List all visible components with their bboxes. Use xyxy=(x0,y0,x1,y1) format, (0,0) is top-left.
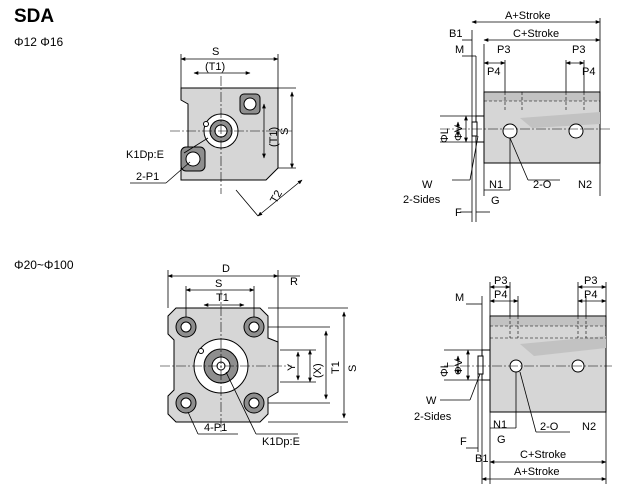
dim-c-stroke: C+Stroke xyxy=(520,449,566,461)
dim-t1-side: T1 xyxy=(330,361,342,374)
dim-p3-left: P3 xyxy=(497,44,510,56)
label-w: W xyxy=(426,395,437,407)
dim-b1: B1 xyxy=(449,28,462,40)
dim-n1: N1 xyxy=(489,179,503,191)
dim-phi-l: ΦL xyxy=(439,128,451,143)
label-k1: K1Dp:E xyxy=(126,149,164,161)
bottom-side-view: P3 P3 P4 P4 M ΦL ΦV W 2-Sides N1 G 2-O N… xyxy=(414,275,612,484)
dim-g: G xyxy=(497,434,506,446)
dim-s: S xyxy=(212,46,219,58)
dim-m: M xyxy=(455,44,464,56)
dim-n1: N1 xyxy=(493,419,507,431)
dim-t1: T1 xyxy=(216,292,229,304)
label-2-o: 2-O xyxy=(533,179,552,191)
label-p1: 2-P1 xyxy=(136,171,159,183)
dim-f: F xyxy=(455,207,462,219)
dim-phi-l: ΦL xyxy=(439,362,451,377)
label-2-o: 2-O xyxy=(540,421,559,433)
dim-p4-left: P4 xyxy=(494,289,507,301)
dim-t1: (T1) xyxy=(205,61,225,73)
label-k1: K1Dp:E xyxy=(262,436,300,448)
dim-phi-v: ΦV xyxy=(453,358,465,375)
top-front-view: S (T1) (T1) S T2 K1Dp:E 2-P1 xyxy=(126,46,303,217)
bore-range-small: Φ12 Φ16 xyxy=(14,35,64,49)
label-2-sides: 2-Sides xyxy=(403,194,441,206)
dim-phi-v: ΦV xyxy=(453,124,465,141)
dim-r: R xyxy=(290,276,298,288)
top-side-view: A+Stroke B1 C+Stroke M P3 P3 P4 P4 ΦL ΦV… xyxy=(403,10,612,222)
dim-a-stroke: A+Stroke xyxy=(514,466,560,478)
dim-s: S xyxy=(215,278,222,290)
dim-p3-left: P3 xyxy=(494,275,507,287)
dim-p3-right: P3 xyxy=(584,275,597,287)
dim-p4-right: P4 xyxy=(582,66,595,78)
dim-p3-right: P3 xyxy=(572,44,585,56)
dim-s-side: S xyxy=(347,365,359,372)
dim-g: G xyxy=(491,195,500,207)
dim-t1-side: (T1) xyxy=(268,127,280,147)
model-title: SDA xyxy=(14,6,55,27)
dim-p4-right: P4 xyxy=(584,289,597,301)
dim-b1: B1 xyxy=(475,453,488,465)
dim-n2: N2 xyxy=(582,421,596,433)
bottom-front-view: D R S T1 (X) T1 S Y 4-P1 K1Dp:E xyxy=(160,263,359,448)
dim-f: F xyxy=(460,436,467,448)
dim-d: D xyxy=(222,263,230,275)
dim-x: (X) xyxy=(312,363,324,378)
label-2-sides: 2-Sides xyxy=(414,411,452,423)
dim-p4-left: P4 xyxy=(487,66,500,78)
dim-n2: N2 xyxy=(578,179,592,191)
label-w: W xyxy=(422,179,433,191)
dim-m: M xyxy=(455,292,464,304)
label-p1: 4-P1 xyxy=(204,422,227,434)
bore-range-large: Φ20~Φ100 xyxy=(14,258,74,272)
dim-y: Y xyxy=(286,363,298,371)
dim-s-side: S xyxy=(279,128,291,135)
dim-a-stroke: A+Stroke xyxy=(505,10,551,22)
dim-t2: T2 xyxy=(268,188,285,205)
dim-c-stroke: C+Stroke xyxy=(513,28,559,40)
